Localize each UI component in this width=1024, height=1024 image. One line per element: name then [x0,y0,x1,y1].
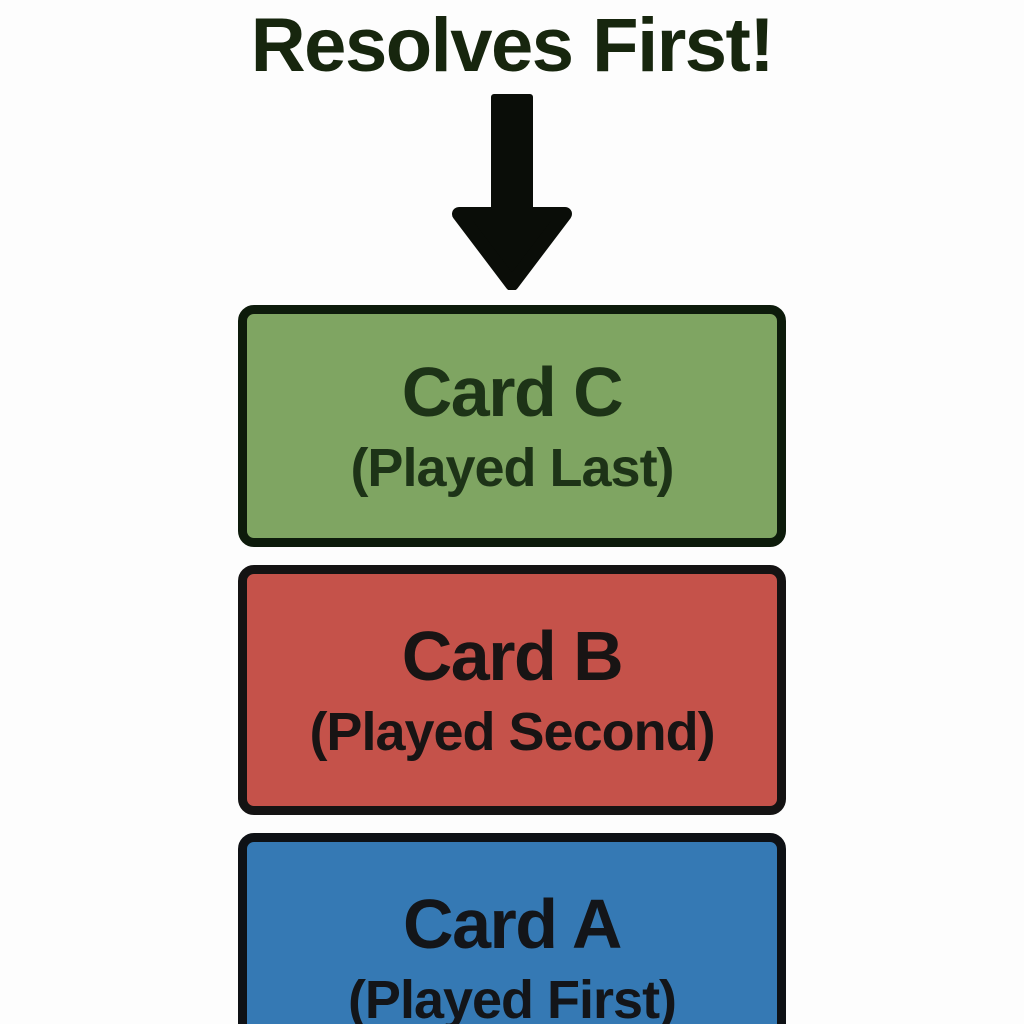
card-b-title: Card B [401,616,624,695]
down-arrow-icon [450,94,574,291]
card-b-subtitle: (Played Second) [309,701,715,762]
card-c-title: Card C [401,352,624,431]
card-stack: Card C (Played Last) Card B (Played Seco… [238,305,786,1024]
card-b: Card B (Played Second) [238,565,786,816]
card-c: Card C (Played Last) [238,305,786,548]
card-a-title: Card A [403,884,622,963]
page-title: Resolves First! [250,3,775,88]
card-a-subtitle: (Played First) [347,969,677,1024]
card-a: Card A (Played First) [238,833,786,1024]
card-c-subtitle: (Played Last) [350,437,674,498]
